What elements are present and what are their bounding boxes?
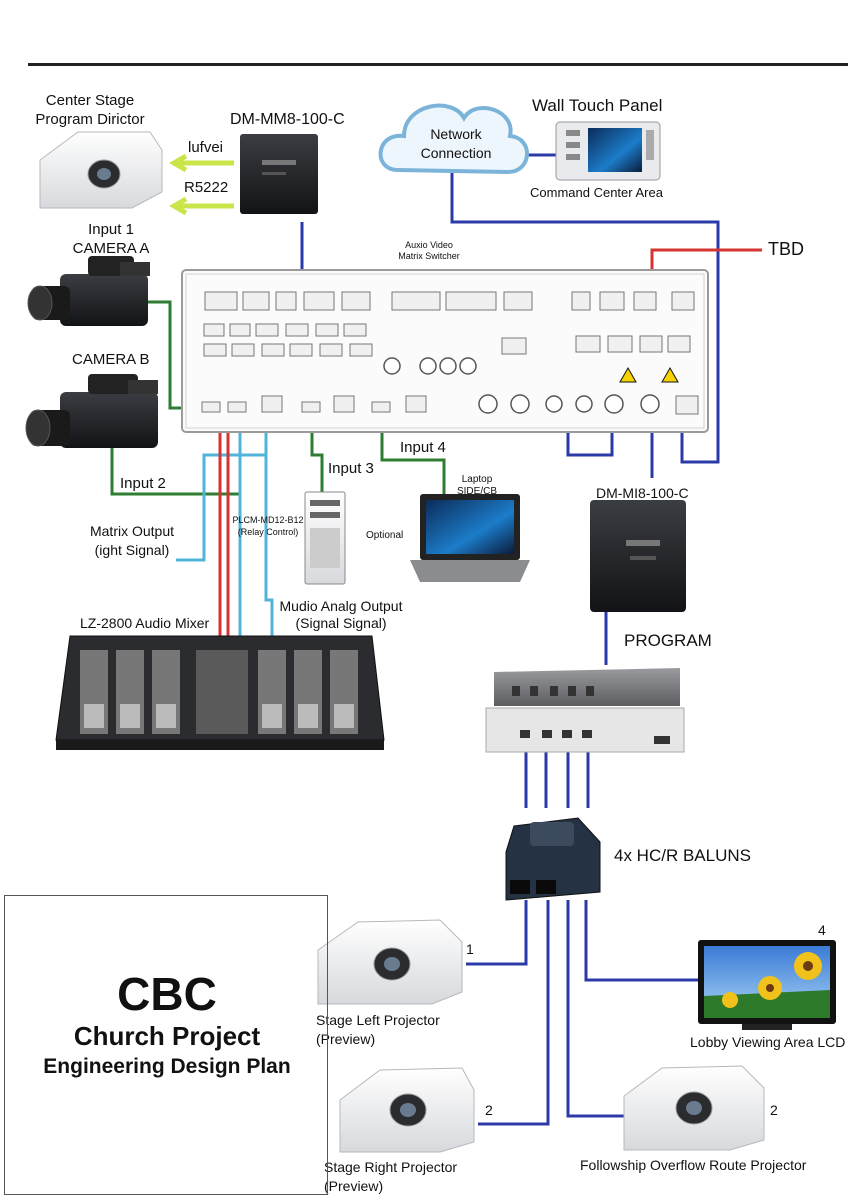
label-center-stage: Center Stage Program Dirictor [35, 92, 145, 128]
label-camera-b: CAMERA B [72, 351, 150, 368]
label-stage-right: Stage Right Projector (Preview) [324, 1159, 458, 1194]
projector-stage-left [317, 919, 463, 1005]
label-output-2b: 2 [770, 1102, 778, 1118]
label-network: Network Connection [420, 126, 492, 161]
label-laptop: Laptop SIDE/CB [456, 474, 497, 497]
label-output-4: 4 [818, 922, 826, 938]
switcher-warning-icons [619, 366, 679, 383]
title-engineering-plan: Engineering Design Plan [43, 1055, 291, 1078]
label-plcm: PLCM-MD12-B12 (Relay Control) [232, 515, 304, 537]
label-optional: Optional [366, 530, 404, 541]
wall-touch-panel-icon [555, 121, 661, 181]
label-program: PROGRAM [624, 631, 712, 650]
label-matrix-switcher: Auxio Video Matrix Switcher [398, 240, 460, 261]
label-output-1: 1 [466, 941, 474, 957]
wire-cyan-3 [264, 455, 274, 640]
dm-box-bottom [590, 500, 686, 612]
label-audio-output: Mudio Analg Output (Signal Signal) [279, 598, 403, 631]
pc-tower-icon [304, 491, 346, 585]
label-input2: Input 2 [120, 475, 166, 492]
label-mixer: LZ-2800 Audio Mixer [80, 615, 210, 631]
title-church-project: Church Project [73, 1021, 261, 1051]
top-rule [28, 63, 848, 66]
lobby-lcd-icon [698, 940, 836, 1030]
wire-blue-out-3 [566, 900, 628, 1118]
projector-fellowship [623, 1065, 765, 1151]
audio-mixer-icon [55, 635, 385, 750]
label-input4: Input 4 [400, 439, 446, 456]
label-arrow-1: lufvei [188, 139, 224, 156]
label-arrow-2: R5222 [184, 179, 229, 196]
switcher-knobs [383, 357, 660, 414]
projector-stage-right [339, 1067, 475, 1153]
label-baluns: 4x HC/R BALUNS [614, 846, 751, 865]
network-cloud-icon [378, 103, 529, 175]
wire-blue-network [450, 172, 720, 464]
label-fellowship: Followship Overflow Route Projector [580, 1157, 807, 1173]
label-wall-panel: Wall Touch Panel [532, 96, 663, 115]
camera-b-icon [25, 374, 158, 448]
projector-center-stage [39, 131, 163, 209]
label-output-2a: 2 [485, 1102, 493, 1118]
title-block: CBC Church Project Engineering Design Pl… [4, 895, 328, 1195]
label-stage-left: Stage Left Projector (Preview) [316, 1012, 440, 1047]
label-lobby: Lobby Viewing Area LCD [690, 1034, 846, 1050]
switcher-connectors [201, 291, 699, 415]
camera-a-icon [27, 256, 150, 326]
label-matrix-output: Matrix Output (ight Signal) [89, 523, 175, 558]
label-tbd: TBD [768, 239, 804, 259]
balun-icon [505, 817, 601, 901]
title-cbc: CBC [117, 968, 217, 1020]
label-dm-bottom: DM-MI8-100-C [596, 485, 689, 501]
arrow-yellow-1-head [169, 153, 188, 173]
wire-green-input4 [380, 410, 446, 496]
dm-box-top [240, 134, 318, 214]
wire-blue-out-1 [466, 900, 528, 966]
label-dm-top: DM-MM8-100-C [230, 111, 345, 128]
program-switcher-icon [485, 668, 685, 753]
arrow-yellow-2-head [169, 196, 188, 216]
wire-blue-out-4 [584, 900, 698, 982]
laptop-icon [410, 494, 530, 582]
label-input3: Input 3 [328, 460, 374, 477]
label-input1-camera-a: Input 1 CAMERA A [72, 221, 150, 257]
wire-blue-out-2 [478, 900, 550, 1126]
label-command-center: Command Center Area [530, 185, 663, 200]
